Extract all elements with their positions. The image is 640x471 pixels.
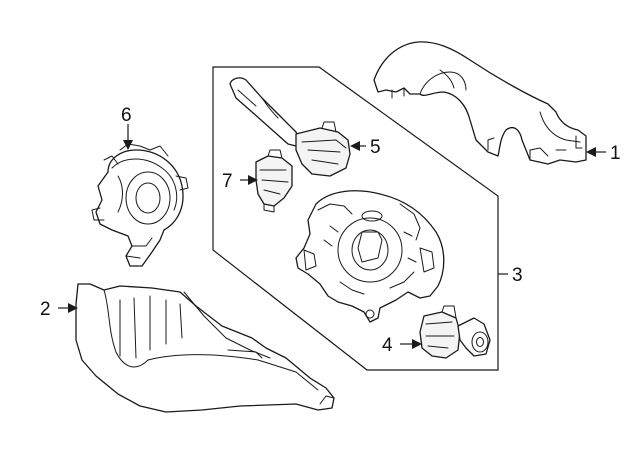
part-3-multifunction-switch-housing [295,190,445,323]
part-2-lower-column-cover [75,283,335,413]
callout-2: 2 [40,299,51,320]
part-7-switch-module [255,149,293,213]
leader-lines [58,124,606,349]
callout-3: 3 [512,265,523,286]
part-1-upper-column-cover [373,41,587,165]
callout-1: 1 [610,143,621,164]
callout-5: 5 [370,137,381,158]
callout-7: 7 [222,171,233,192]
callout-6: 6 [121,105,132,126]
part-6-clockspring [91,143,189,267]
assembly-3-group-box [212,66,499,371]
callout-4: 4 [382,335,393,356]
part-5-lever-switch [229,77,351,177]
part-4-ignition-switch [419,305,491,359]
